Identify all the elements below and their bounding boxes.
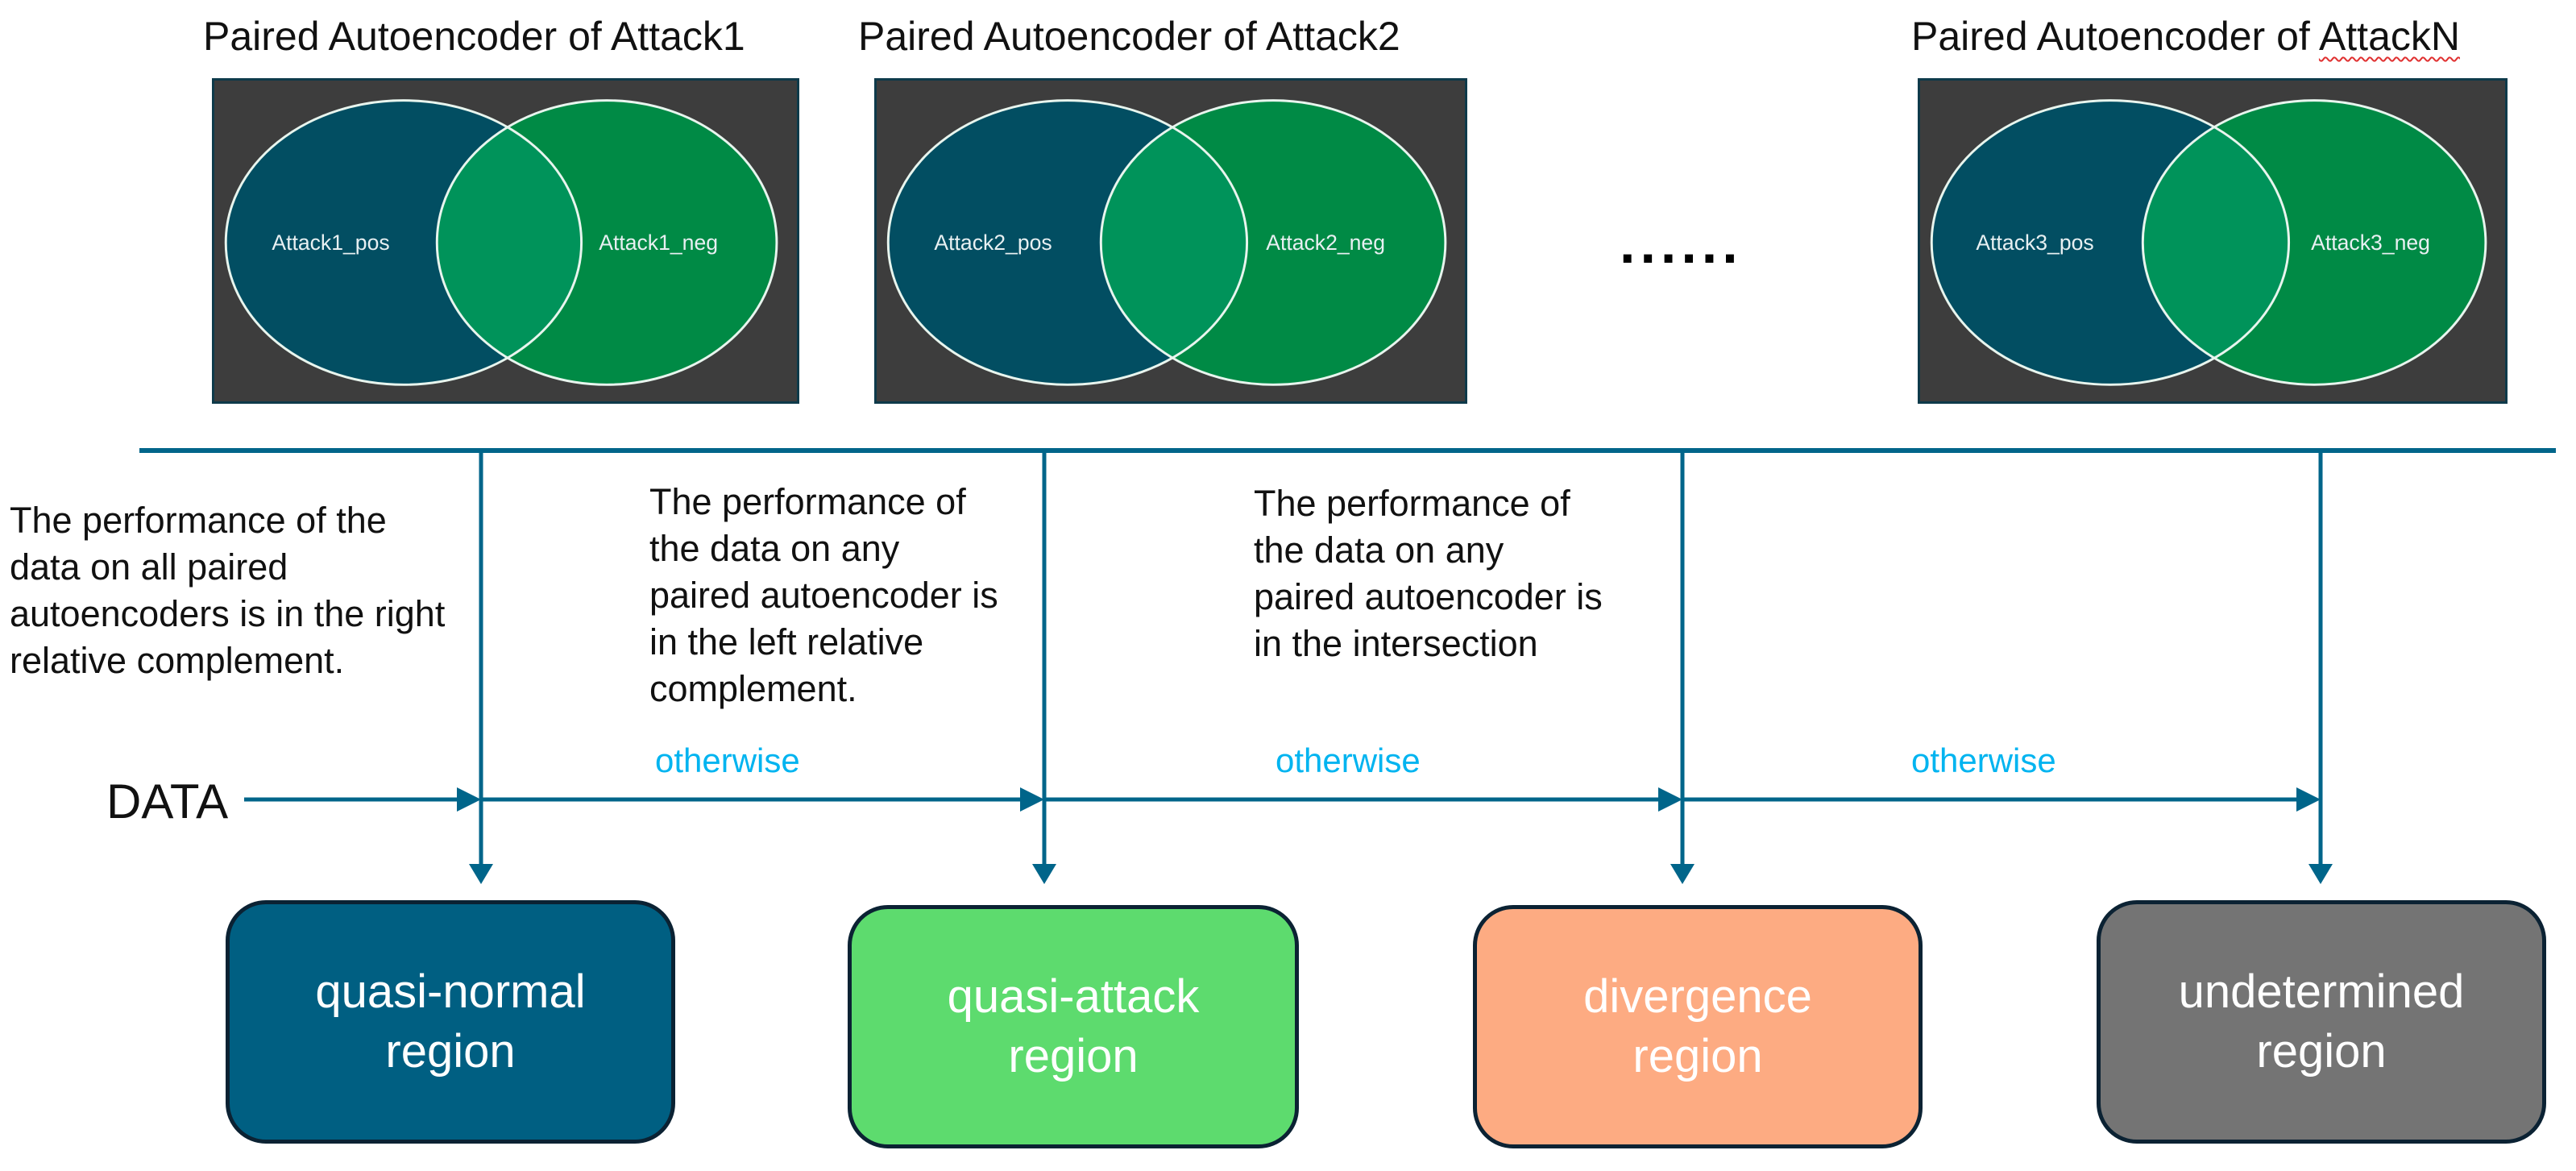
ellipsis: ...... [1620,212,1743,275]
venn-panel-attackn: Attack3_pos Attack3_neg [1918,78,2508,404]
pos-label: Attack1_pos [272,230,389,255]
neg-label: Attack3_neg [2311,230,2430,255]
region-label: undetermined region [2178,965,2465,1078]
panel-title-suffix: Attack1 [610,14,745,59]
panel-title-prefix: Paired Autoencoder of [203,14,611,59]
panel-title-suffix: Attack2 [1265,14,1400,59]
intersection-region [437,100,582,385]
panel-title-attack2: Paired Autoencoder of Attack2 [858,13,1400,60]
condition-text-1: The performance of the data on all paire… [10,500,446,681]
venn-panel-attack2: Attack2_pos Attack2_neg [874,78,1467,404]
region-label: quasi-attack region [947,970,1200,1082]
condition-text-3: The performance of the data on any paire… [1254,483,1603,664]
otherwise-label-3: otherwise [1911,741,2056,779]
data-input-label: DATA [106,774,229,828]
venn-diagram: Attack3_pos Attack3_neg [1930,99,2487,386]
panel-title-suffix: AttackN [2318,14,2460,59]
venn-diagram: Attack2_pos Attack2_neg [886,99,1447,386]
panel-title-prefix: Paired Autoencoder of [858,14,1266,59]
region-label: divergence region [1583,970,1812,1082]
neg-label: Attack1_neg [599,230,718,255]
venn-panel-attack1: Attack1_pos Attack1_neg [212,78,799,404]
region-divergence: divergence region [1473,905,1923,1148]
venn-diagram: Attack1_pos Attack1_neg [224,99,778,386]
panel-title-attackn: Paired Autoencoder of AttackN [1911,13,2460,60]
pos-label: Attack3_pos [1976,230,2093,255]
neg-label: Attack2_neg [1266,230,1385,255]
intersection-region [1101,100,1247,385]
otherwise-label-1: otherwise [655,741,800,779]
intersection-region [2143,100,2289,385]
region-quasi-normal: quasi-normal region [226,900,675,1144]
panel-title-prefix: Paired Autoencoder of [1911,14,2319,59]
pos-label: Attack2_pos [934,230,1052,255]
condition-text-2: The performance of the data on any paire… [649,481,998,709]
region-label: quasi-normal region [315,965,586,1078]
region-quasi-attack: quasi-attack region [848,905,1299,1148]
panel-title-attack1: Paired Autoencoder of Attack1 [203,13,745,60]
region-undetermined: undetermined region [2097,900,2546,1144]
otherwise-label-2: otherwise [1276,741,1421,779]
